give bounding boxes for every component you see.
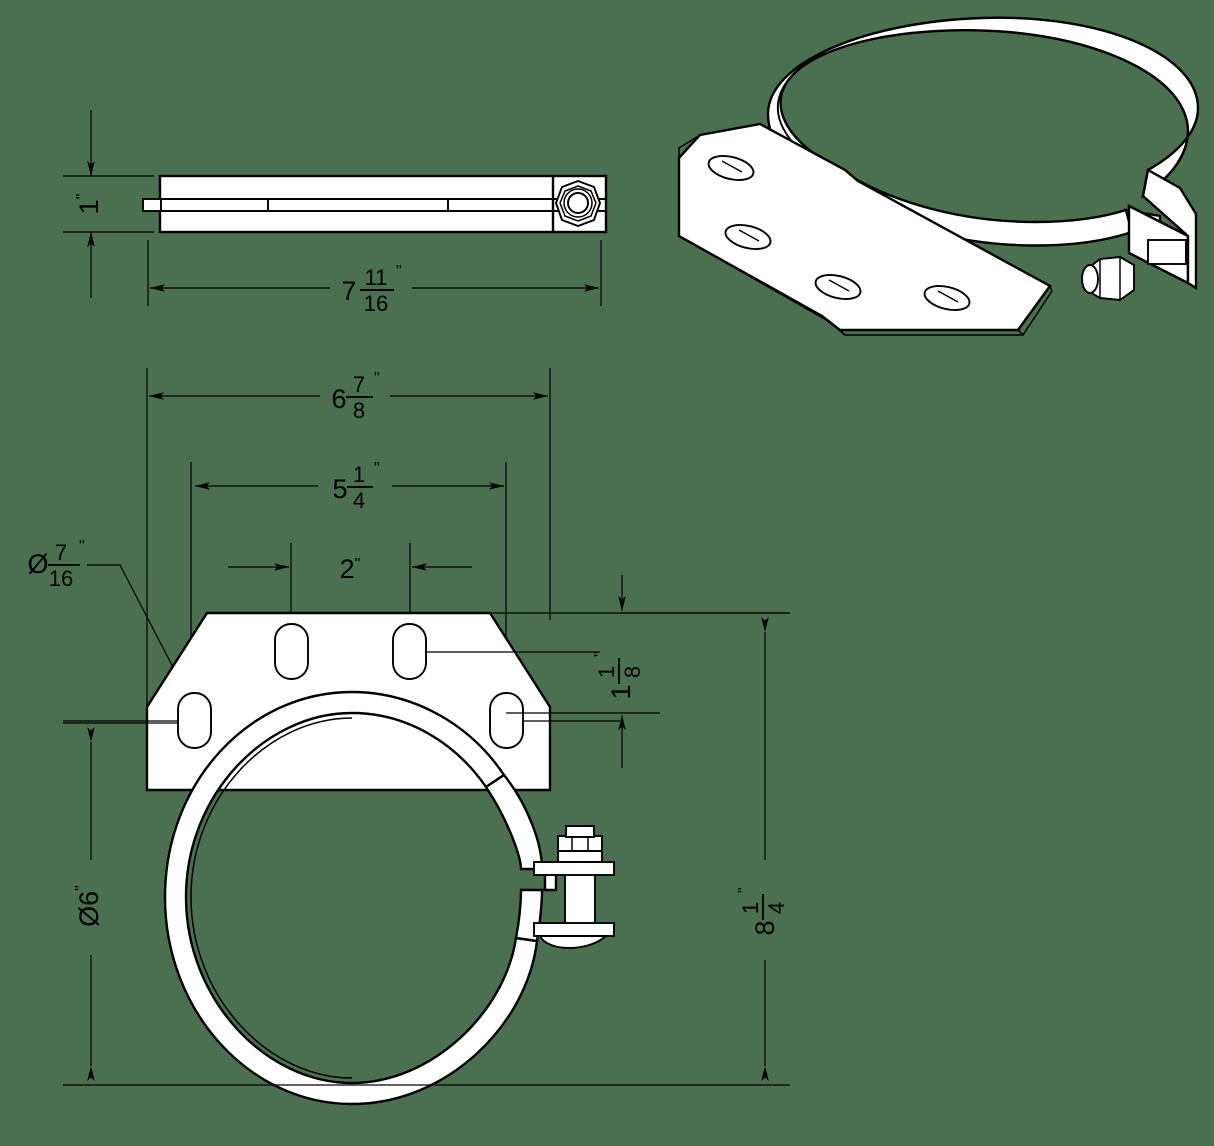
slot-diameter-value: Ø 7 16 " <box>27 538 84 591</box>
isometric-view <box>677 16 1200 336</box>
hex-nut-front <box>557 825 603 863</box>
bolt-shank-iso <box>1147 239 1187 265</box>
band-length-numerator: 11 <box>365 265 388 290</box>
slot-dia-inch-mark: " <box>79 538 85 555</box>
band-length-dimension: 7 11 16 " <box>147 240 602 316</box>
band-length-value: 7 11 16 " <box>341 263 401 316</box>
top-view <box>142 174 608 234</box>
plate-iso-edge-left <box>678 134 701 158</box>
overall-height-inch-mark: " <box>736 887 753 893</box>
slot-inner-line <box>738 229 760 242</box>
outer-slot-span-dimension: 5 1 4 " <box>190 460 507 700</box>
outer-span-numerator: 1 <box>353 462 365 487</box>
band-length-denominator: 16 <box>364 291 388 316</box>
slot-inner-line <box>828 279 850 292</box>
band-height-value: 1" <box>74 194 104 215</box>
upper-washer-plate <box>533 861 615 876</box>
plate-step-height-dimension: 1 1 8 " <box>448 575 790 768</box>
band-length-whole: 7 <box>341 276 356 306</box>
pipe-diameter-dimension: Ø6" <box>63 722 330 1086</box>
clamp-band-front <box>163 690 539 1106</box>
hex-nut-circle-outer <box>563 188 593 218</box>
plate-iso-corner-far <box>1049 285 1053 292</box>
hex-bolt-iso <box>1081 256 1135 301</box>
overall-height-dimension: 8 1 4 " <box>330 612 790 1086</box>
front-view <box>145 611 615 1106</box>
pipe-diameter-value: Ø6" <box>73 885 104 927</box>
plate-step-denominator: 8 <box>620 666 645 678</box>
plate-iso-corner-left <box>678 235 687 241</box>
dome-washer <box>538 935 609 949</box>
band-left-tab <box>142 198 162 212</box>
hex-nut-collar <box>557 835 603 852</box>
overall-height-whole: 8 <box>750 920 780 935</box>
plate-width-denominator: 8 <box>353 398 365 423</box>
outer-span-whole: 5 <box>332 474 347 504</box>
slot-outline <box>707 155 755 181</box>
slot-inner-line <box>937 290 959 303</box>
bolt-shank-front <box>564 867 596 931</box>
slot-left-lower <box>177 692 212 749</box>
slot-outline <box>923 285 971 311</box>
slot-left-upper <box>274 623 309 680</box>
hex-nut-top-view <box>554 179 602 228</box>
slot-dia-numerator: 7 <box>55 540 67 565</box>
hex-nut-top <box>565 825 595 838</box>
washer-iso <box>1081 264 1099 294</box>
slot-dia-denominator: 16 <box>49 566 73 591</box>
hex-nut-bore <box>567 192 589 214</box>
outer-span-inch-mark: " <box>374 460 380 477</box>
leader-line <box>87 564 191 701</box>
plate-width-whole: 6 <box>331 384 346 414</box>
overall-height-numerator: 1 <box>738 902 763 914</box>
band-height-dimension: 1" <box>63 110 154 298</box>
band-bolt-flange <box>484 773 558 943</box>
outer-span-denominator: 4 <box>353 488 365 513</box>
plate-width-value: 6 7 8 " <box>331 370 379 423</box>
hex-nut-base <box>557 850 603 863</box>
lower-washer-plate <box>533 922 615 937</box>
band-inner-top-edge <box>779 29 1181 169</box>
band-edge-outline <box>158 174 608 234</box>
slot-left-lower-iso <box>724 224 772 250</box>
slot-right-upper <box>392 623 427 680</box>
slot-inner-line <box>721 160 743 173</box>
plate-step-numerator: 1 <box>594 666 619 678</box>
slot-outline <box>724 224 772 250</box>
outer-slot-span-value: 5 1 4 " <box>332 460 379 513</box>
plate-width-inch-mark: " <box>374 370 380 387</box>
inner-span-value: 2" <box>340 554 361 584</box>
plate-step-whole: 1 <box>606 684 636 699</box>
bolt-ear-back-iso <box>1141 168 1198 291</box>
overall-height-denominator: 4 <box>764 902 789 914</box>
slot-left-upper-iso <box>707 155 755 181</box>
hex-nut-mid <box>559 185 597 222</box>
slot-outline <box>814 274 862 300</box>
slot-dia-prefix: Ø <box>27 549 48 579</box>
overall-height-value: 8 1 4 " <box>736 887 789 935</box>
band-inner-line <box>190 717 353 1079</box>
band-length-inch-mark: " <box>396 263 402 280</box>
slot-mid-lower-iso <box>814 274 862 300</box>
slot-right-lower-iso <box>923 285 971 311</box>
plate-iso-corner-mid <box>839 329 846 336</box>
slot-right-lower <box>489 692 524 749</box>
plate-iso-corner-right <box>1017 329 1024 336</box>
plate-step-inch-mark: " <box>592 651 609 657</box>
plate-width-numerator: 7 <box>353 372 365 397</box>
plate-step-value: 1 1 8 " <box>592 651 645 699</box>
